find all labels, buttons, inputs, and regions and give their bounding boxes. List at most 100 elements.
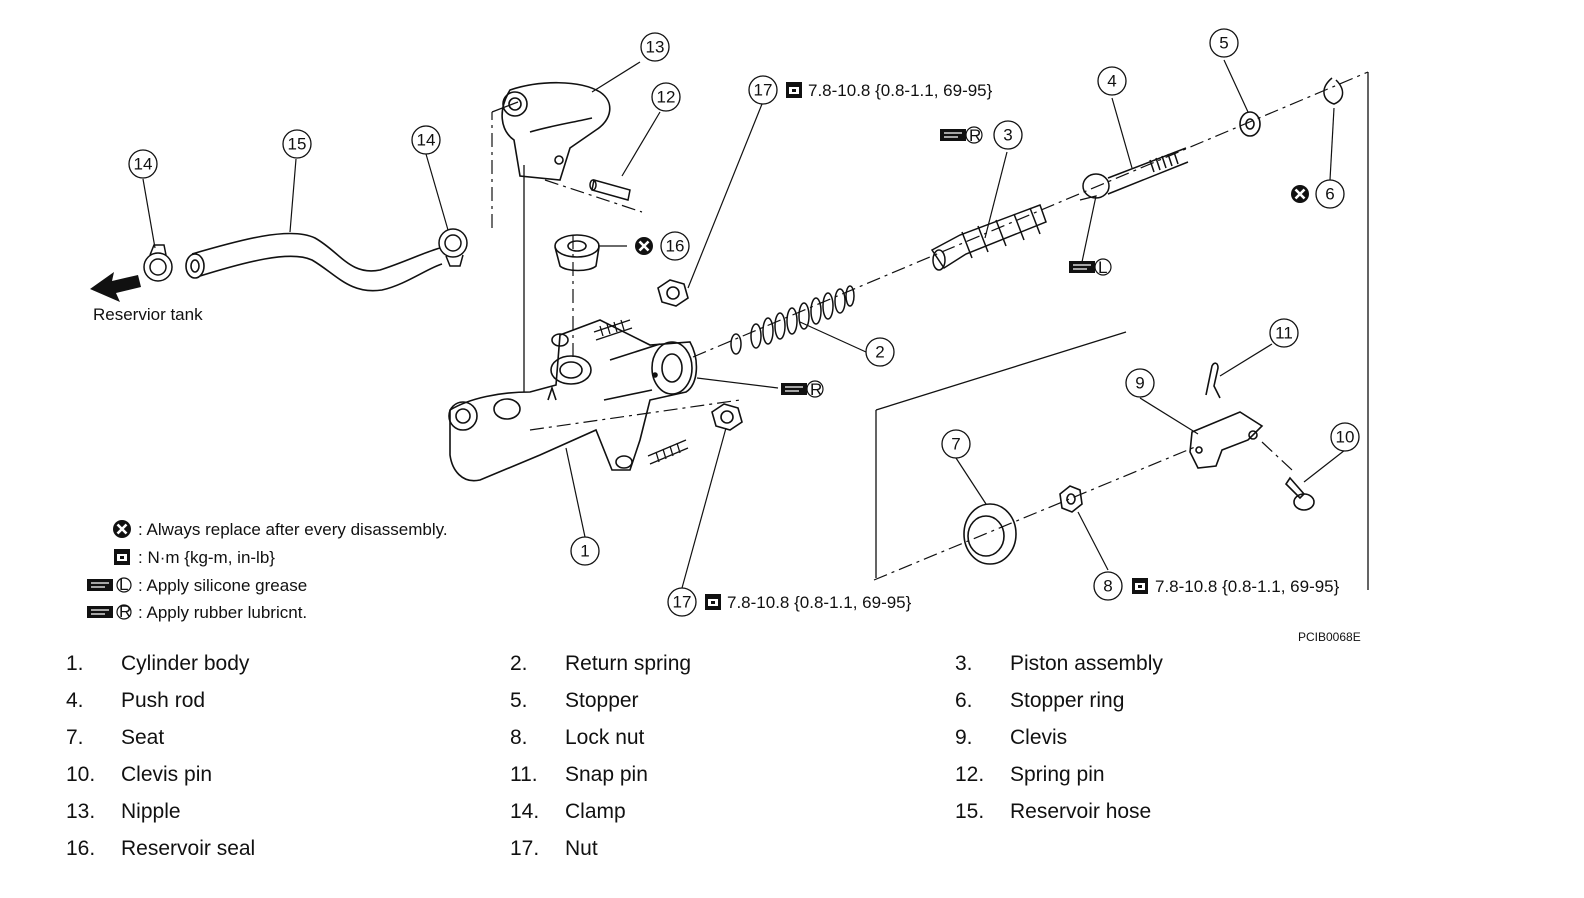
torque-text-17-upper: 7.8-10.8 {0.8-1.1, 69-95} bbox=[808, 81, 993, 100]
callout-15: 15 bbox=[282, 129, 312, 159]
part-item: 2. Return spring bbox=[510, 652, 691, 676]
part-number: 4. bbox=[66, 689, 84, 712]
callout-4: 4 bbox=[1097, 66, 1127, 96]
part-item: 8. Lock nut bbox=[510, 726, 644, 750]
part-name: Lock nut bbox=[565, 726, 645, 749]
legend-torque: : N·m {kg-m, in-lb} bbox=[138, 548, 275, 567]
seat bbox=[963, 503, 1017, 565]
legend-silicone: : Apply silicone grease bbox=[138, 576, 307, 595]
part-number: 14. bbox=[510, 800, 540, 823]
callout-8: 8 bbox=[1093, 571, 1123, 601]
torque-wrench-icon bbox=[786, 82, 802, 98]
part-name: Reservoir hose bbox=[1010, 800, 1152, 823]
part-number: 9. bbox=[955, 726, 973, 749]
svg-text:15: 15 bbox=[288, 135, 307, 154]
grease-gun-icon bbox=[86, 605, 114, 619]
svg-text:5: 5 bbox=[1219, 34, 1228, 53]
part-name: Stopper ring bbox=[1010, 689, 1125, 712]
part-name: Reservoir seal bbox=[121, 837, 256, 860]
part-name: Spring pin bbox=[1010, 763, 1105, 786]
part-item: 14. Clamp bbox=[510, 800, 626, 824]
svg-text:16: 16 bbox=[666, 237, 685, 256]
parts-row: 1.Cylinder body 2.Return spring 3.Piston… bbox=[66, 652, 1466, 689]
spring-pin bbox=[589, 179, 631, 201]
reservoir-hose bbox=[185, 232, 443, 292]
svg-text:6: 6 bbox=[1325, 185, 1334, 204]
part-number: 13. bbox=[66, 800, 96, 823]
part-number: 16. bbox=[66, 837, 96, 860]
rubber-marker: R bbox=[969, 126, 981, 145]
svg-text:17: 17 bbox=[673, 593, 692, 612]
part-item: 11.Snap pin bbox=[510, 763, 648, 787]
svg-text:7: 7 bbox=[951, 435, 960, 454]
callout-17-lower: 17 bbox=[667, 587, 697, 617]
part-name: Nipple bbox=[121, 800, 181, 823]
part-item: 3.Piston assembly bbox=[955, 652, 1163, 676]
nut-upper bbox=[657, 279, 689, 307]
svg-text:13: 13 bbox=[646, 38, 665, 57]
part-name: Clamp bbox=[565, 800, 626, 823]
torque-text-17-lower: 7.8-10.8 {0.8-1.1, 69-95} bbox=[727, 593, 912, 612]
silicone-marker: L bbox=[119, 575, 128, 594]
part-name: Cylinder body bbox=[121, 652, 250, 675]
part-item: 6.Stopper ring bbox=[955, 689, 1124, 713]
axis-lines bbox=[491, 71, 1369, 581]
svg-text:12: 12 bbox=[657, 88, 676, 107]
legend-replace: : Always replace after every disassembly… bbox=[138, 520, 448, 539]
part-number: 7. bbox=[66, 726, 84, 749]
svg-text:3: 3 bbox=[1003, 126, 1012, 145]
grease-gun-icon bbox=[780, 382, 808, 396]
part-item: 16. Reservoir seal bbox=[66, 837, 255, 861]
parts-row: 16. Reservoir seal 17.Nut bbox=[66, 837, 1466, 874]
reservoir-tank-label: Reservior tank bbox=[93, 305, 203, 324]
part-name: Nut bbox=[565, 837, 598, 860]
silicone-marker: L bbox=[1098, 258, 1107, 277]
grease-gun-icon bbox=[1068, 260, 1096, 274]
part-number: 15. bbox=[955, 800, 985, 823]
replace-x-icon bbox=[111, 518, 133, 540]
parts-row: 7. Seat 8. Lock nut 9.Clevis bbox=[66, 726, 1466, 763]
clevis bbox=[1189, 411, 1264, 469]
legend: : Always replace after every disassembly… bbox=[86, 518, 448, 622]
svg-text:4: 4 bbox=[1107, 72, 1116, 91]
part-name: Seat bbox=[121, 726, 165, 749]
svg-text:10: 10 bbox=[1336, 428, 1355, 447]
part-name: Push rod bbox=[121, 689, 206, 712]
sub-assembly-frame bbox=[491, 72, 1369, 590]
part-number: 2. bbox=[510, 652, 528, 675]
part-item: 17.Nut bbox=[510, 837, 598, 861]
callout-7: 7 bbox=[941, 429, 971, 459]
cylinder-body bbox=[448, 319, 698, 482]
leader-lines bbox=[142, 59, 1346, 589]
callout-2: 2 bbox=[865, 337, 895, 367]
svg-text:1: 1 bbox=[580, 542, 589, 561]
part-number: 5. bbox=[510, 689, 528, 712]
parts-row: 10. Clevis pin 11.Snap pin 12. Spring pin bbox=[66, 763, 1466, 800]
part-item: 10. Clevis pin bbox=[66, 763, 212, 787]
clamp-right bbox=[438, 228, 468, 267]
part-name: Stopper bbox=[565, 689, 639, 712]
silicone-marker-circle bbox=[116, 577, 132, 593]
callout-16: 16 bbox=[660, 231, 690, 261]
callout-12: 12 bbox=[651, 82, 681, 112]
part-name: Clevis pin bbox=[121, 763, 213, 786]
part-item: 5. Stopper bbox=[510, 689, 639, 713]
torque-wrench-icon bbox=[705, 594, 721, 610]
callout-3: 3 bbox=[993, 120, 1023, 150]
svg-text:14: 14 bbox=[417, 131, 436, 150]
part-number: 10. bbox=[66, 763, 96, 786]
part-item: 9.Clevis bbox=[955, 726, 1067, 750]
part-item: 4. Push rod bbox=[66, 689, 205, 713]
callout-11: 11 bbox=[1269, 318, 1299, 348]
rubber-marker-circle bbox=[806, 380, 824, 398]
rubber-marker-circle bbox=[965, 126, 983, 144]
part-number: 12. bbox=[955, 763, 985, 786]
lock-nut bbox=[1059, 485, 1083, 513]
part-name: Return spring bbox=[565, 652, 692, 675]
grease-gun-icon bbox=[939, 128, 967, 142]
callout-5: 5 bbox=[1209, 28, 1239, 58]
legend-rubber: : Apply rubber lubricnt. bbox=[138, 603, 307, 622]
snap-pin bbox=[1205, 362, 1221, 399]
part-number: 8. bbox=[510, 726, 528, 749]
replace-x-icon bbox=[633, 235, 655, 257]
